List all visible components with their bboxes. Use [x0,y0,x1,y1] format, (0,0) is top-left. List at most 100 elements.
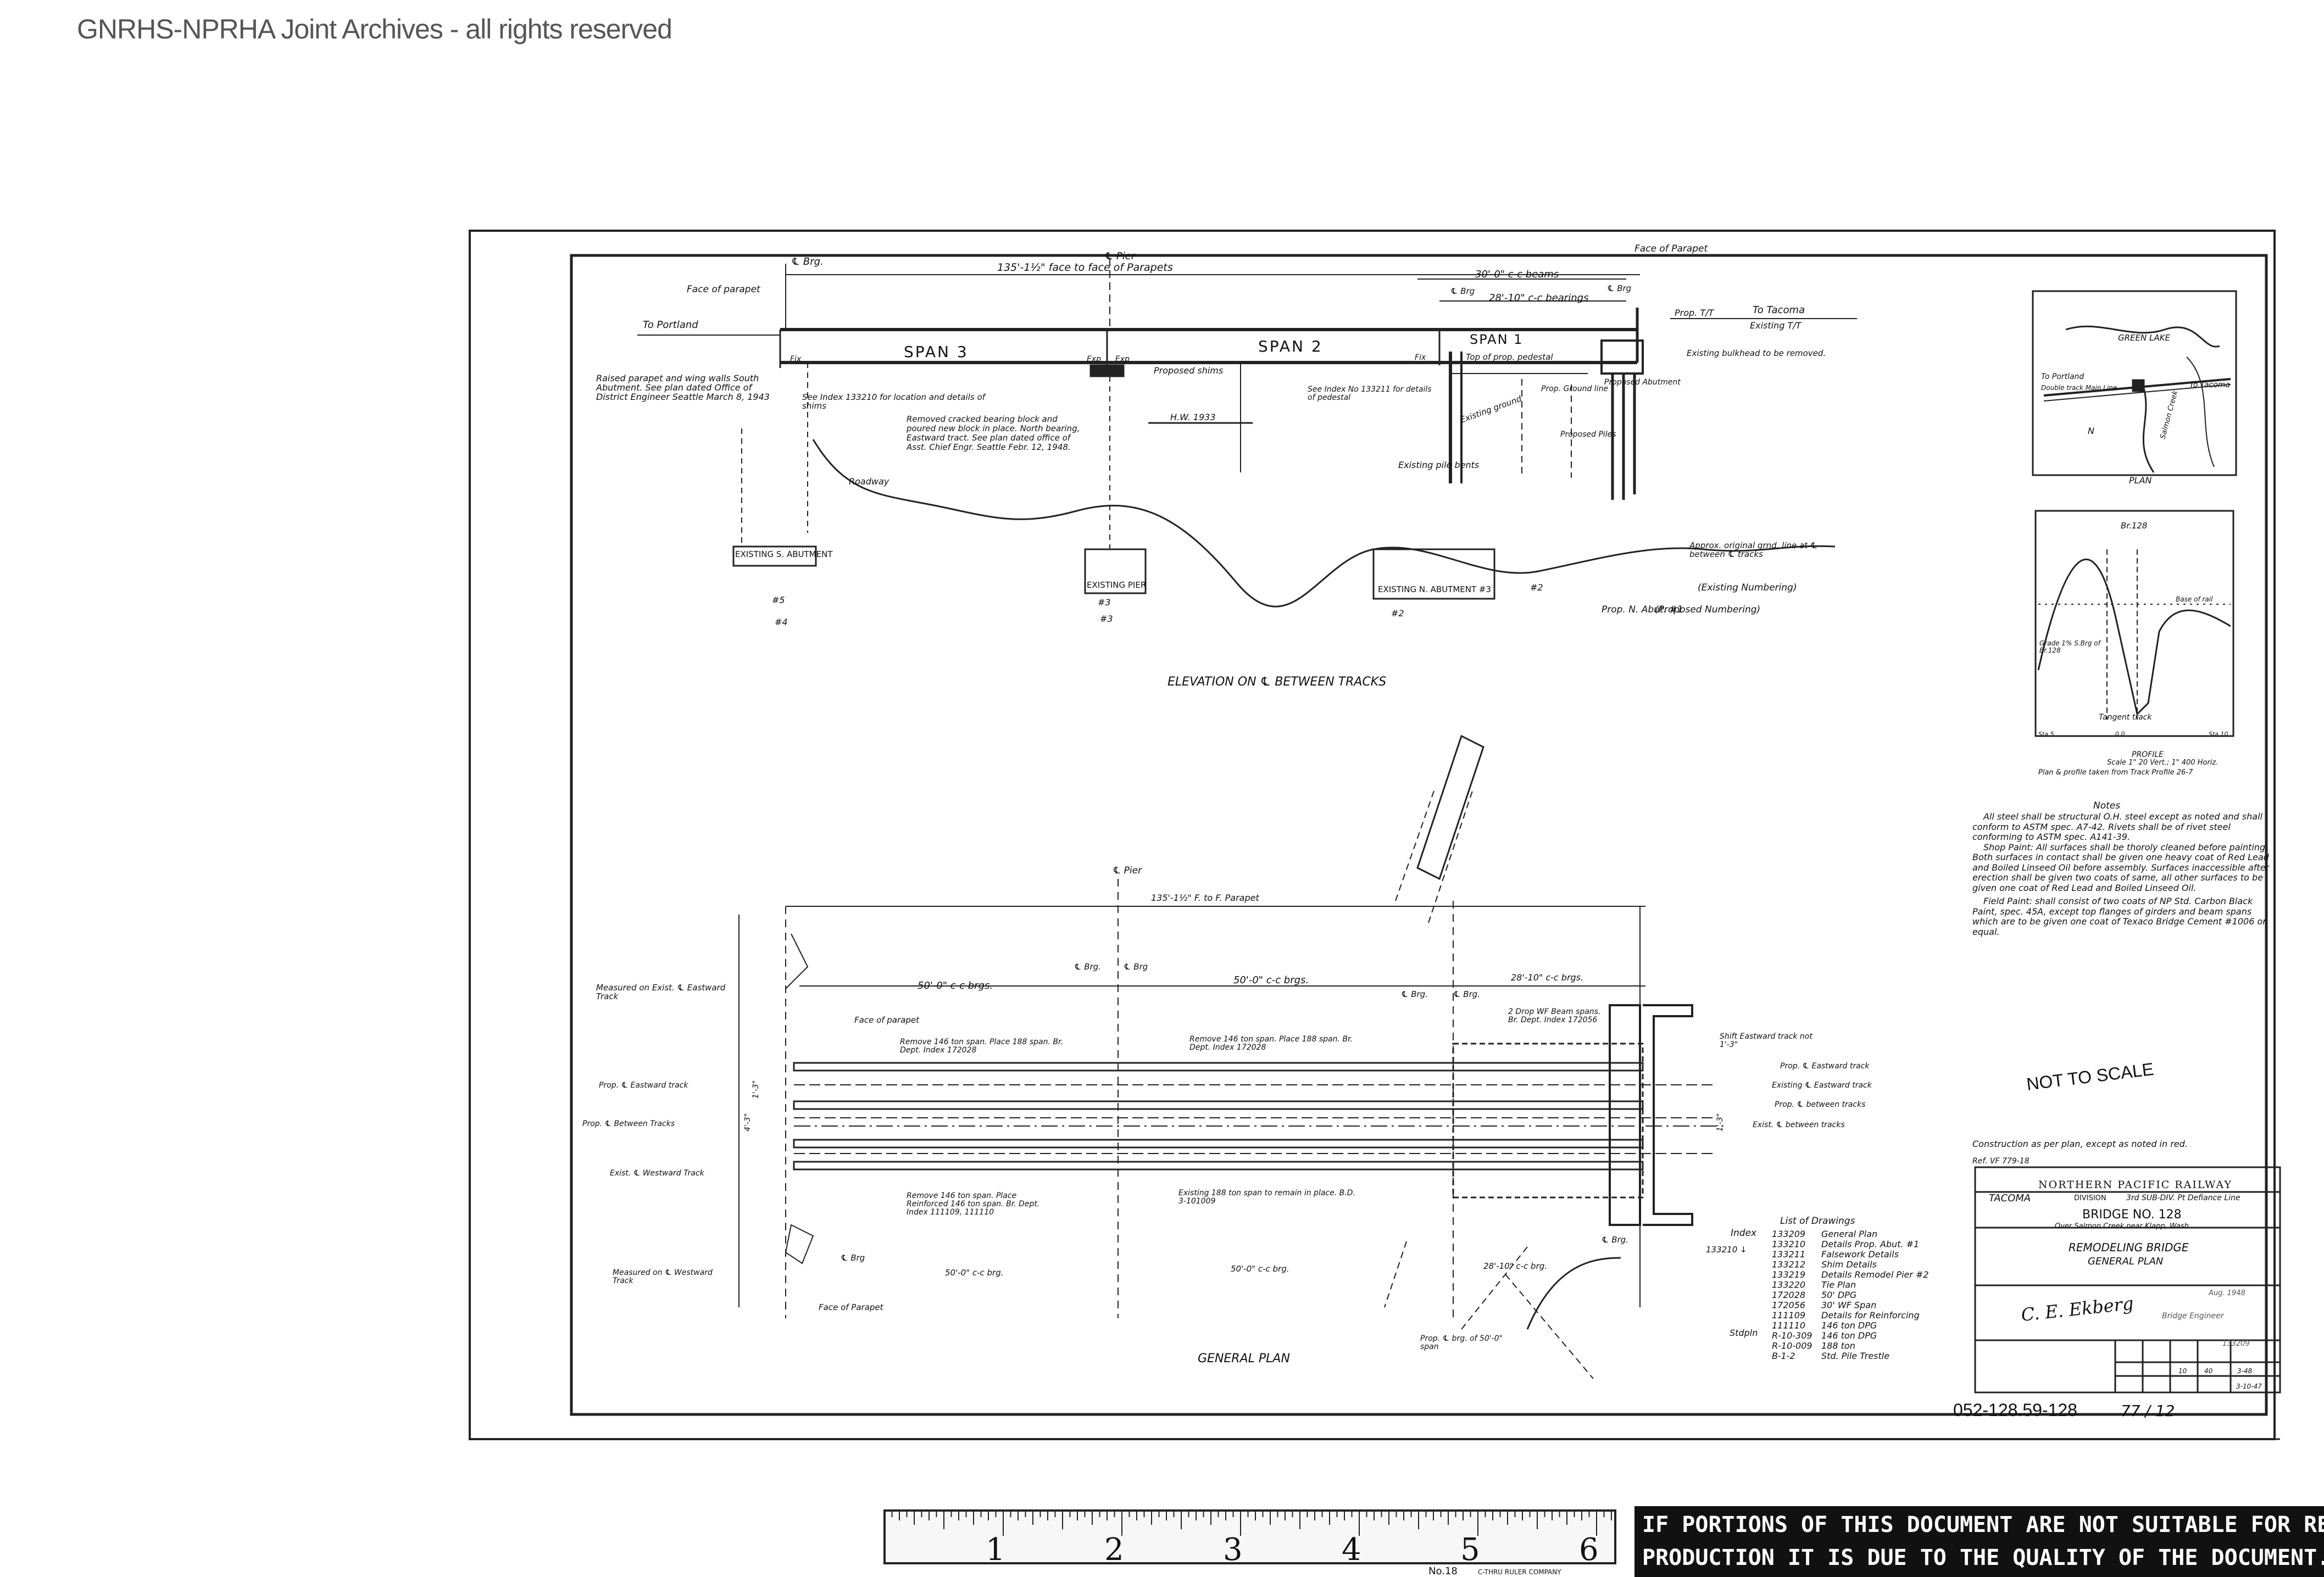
ruler-number: 2 [1104,1532,1124,1568]
drawing-list-description: Details Prop. Abut. #1 [1821,1239,1919,1250]
notes-shop-paint: Shop Paint: All surfaces shall be thorol… [1972,842,2270,893]
general-plan-view [738,734,1725,1379]
elev-brg-left: ℄ Brg. [791,256,824,268]
elev-existing-n-abutment: EXISTING N. ABUTMENT #3 [1378,584,1491,594]
ruler-maker: C-THRU RULER COMPANY [1478,1568,1561,1576]
plan-prop-eastward-right: Prop. ℄ Eastward track [1780,1062,1870,1071]
plan-brgs-28: 28'-10" c-c brgs. [1511,972,1583,983]
location-salmon-creek: Salmon Creek [2159,389,2180,440]
plan-dim-1b: 4'-3" [743,1113,752,1132]
drawing-list-description: 30' WF Span [1821,1300,1876,1311]
plan-span-50: Prop. ℄ brg. of 50'-0" span [1420,1335,1503,1351]
plan-brg4: ℄ Brg. [1453,989,1480,999]
elev-bearings-28: 28'-10" c-c bearings [1489,292,1588,304]
elev-pier-top: ℄ Pier [1104,250,1136,262]
profile-caption: PROFILE [2132,750,2164,759]
drawing-list-description: General Plan [1821,1229,1877,1239]
elev-exp: Exp [1087,355,1101,364]
profile-note: Grade 1% S.Brg of Br.128 [2039,640,2100,654]
elev-see-index: See Index 133210 for location and detail… [802,393,985,411]
elev-span3: SPAN 3 [904,343,969,361]
profile-taken-from: Plan & profile taken from Track Profile … [2038,768,2193,777]
elev-proposed-abutment: Proposed Abutment [1604,378,1681,387]
plan-face-parapet2: Face of Parapet [819,1302,884,1312]
elev-fix: Fix [790,355,802,364]
caveat-line-1: IF PORTIONS OF THIS DOCUMENT ARE NOT SUI… [1642,1512,2324,1537]
drawing-list-description: 50' DPG [1821,1290,1856,1300]
drawing-suffix: 77 / 12 [2121,1402,2175,1420]
tb-index-number: 133209 [2222,1340,2250,1348]
elev-bulkhead: Existing bulkhead to be removed. [1687,348,1826,358]
location-double-track: Double track Main Line [2041,384,2117,392]
elev-beams-30: 30'-0" c-c beams [1475,269,1559,280]
not-to-scale-stamp: NOT TO SCALE [2025,1059,2155,1094]
elev-face-parapet-right: Face of Parapet [1634,243,1709,254]
ruler-model: No.18 [1428,1565,1458,1577]
tb-sig2: Bridge Engineer [2162,1312,2225,1320]
elev-existing-s-abutment: EXISTING S. ABUTMENT [735,549,833,559]
tb-division: TACOMA [1989,1192,2031,1204]
notes-steel: All steel shall be structural O.H. steel… [1972,812,2262,842]
elev-brg-b: ℄ Brg [1607,283,1631,293]
elev-n3b: #3 [1100,614,1113,624]
elev-n3: #3 [1098,597,1111,608]
reproduction-caveat: IF PORTIONS OF THIS DOCUMENT ARE NOT SUI… [1634,1506,2324,1577]
caveat-line-2: PRODUCTION IT IS DUE TO THE QUALITY OF T… [1642,1545,2324,1570]
drawing-list-description: Details Remodel Pier #2 [1821,1269,1929,1280]
profile-right-tick: Sta 10 [2209,731,2228,738]
ruler-number: 6 [1579,1532,1599,1568]
tb-cell4: 3-10-47 [2236,1383,2262,1390]
tb-bridge-number: BRIDGE NO. 128 [2082,1208,2182,1222]
elev-span2: SPAN 2 [1258,337,1323,355]
plan-parapet-length: 135'-1½" F. to F. Parapet [1151,893,1259,903]
elev-existing-pier: EXISTING PIER [1087,580,1146,590]
drawing-list-number: 133219 [1772,1269,1805,1280]
drawing-list-number: 172056 [1772,1300,1805,1311]
archive-watermark: GNRHS-NPRHA Joint Archives - all rights … [77,14,672,44]
elev-proposed-piles: Proposed Piles [1560,430,1616,439]
plan-caption: GENERAL PLAN [1198,1352,1290,1366]
tb-over: Over Salmon Creek near Klapp, Wash. [2055,1222,2191,1230]
plan-remove-mid: Remove 146 ton span. Place 188 span. Br.… [1189,1035,1353,1052]
elev-to-tacoma: To Tacoma [1753,304,1805,316]
location-green-lake: GREEN LAKE [2118,333,2170,343]
drawing-list-stdpln: Stdpln [1730,1328,1758,1338]
plan-existing-188: Existing 188 ton span to remain in place… [1178,1189,1355,1206]
elev-brg-a: ℄ Brg [1450,286,1475,296]
location-plan [2032,290,2237,476]
tb-railway: NORTHERN PACIFIC RAILWAY [2038,1179,2232,1191]
plan-dim-1a: 1'-3" [752,1080,760,1099]
elev-face-parapet-left: Face of parapet [687,284,761,295]
plan-remove-left: Remove 146 ton span. Place 188 span. Br.… [900,1038,1063,1055]
plan-brg6: ℄ Brg. [1602,1235,1628,1245]
tb-cell2: 40 [2204,1367,2213,1375]
elevation-caption: ELEVATION ON ℄ BETWEEN TRACKS [1167,675,1386,689]
plan-face-parapet: Face of parapet [854,1015,920,1025]
tb-subdiv: 3rd SUB-DIV. Pt Defiance Line [2126,1194,2240,1202]
ruler-number: 5 [1460,1532,1480,1568]
plan-brgs-50-left: 50'-0" c-c brgs. [918,980,993,991]
plan-drop-wf: 2 Drop WF Beam spans. Br. Dept. Index 17… [1508,1008,1601,1024]
drawing-list-description: Details for Reinforcing [1821,1310,1920,1320]
drawing-list-number: 111110 [1772,1320,1805,1331]
drawing-list-number: 133209 [1772,1229,1805,1239]
drawing-list-number: 133211 [1772,1249,1805,1260]
elev-proposed-numbering: (Proposed Numbering) [1655,604,1760,615]
location-plan-caption: PLAN [2129,475,2152,486]
elev-n5: #5 [772,595,785,605]
plan-prop-between-right: Prop. ℄ between tracks [1775,1100,1865,1109]
elev-span1: SPAN 1 [1470,332,1523,347]
plan-prop-eastward: Prop. ℄ Eastward track [599,1081,688,1090]
drawing-list-number: B-1-2 [1772,1351,1795,1361]
elev-face-to-face: 135'-1½" face to face of Parapets [997,261,1173,274]
tb-date: Aug. 1948 [2208,1289,2245,1297]
profile-scale: Scale 1" 20 Vert.; 1" 400 Horiz. [2107,759,2218,767]
plan-brgs-bottom-28: 28'-10" c-c brg. [1483,1261,1547,1271]
scale-ruler [883,1509,1616,1564]
tb-signature: C. E. Ekberg [2020,1293,2134,1325]
notes-body: All steel shall be structural O.H. steel… [1972,812,2272,937]
profile-base-rail: Base of rail [2176,595,2213,603]
plan-brgs-bottom-mid: 50'-0" c-c brg. [1231,1264,1289,1274]
drawing-list-number: 172028 [1772,1290,1805,1300]
plan-exist-eastward-right: Existing ℄ Eastward track [1772,1081,1872,1090]
